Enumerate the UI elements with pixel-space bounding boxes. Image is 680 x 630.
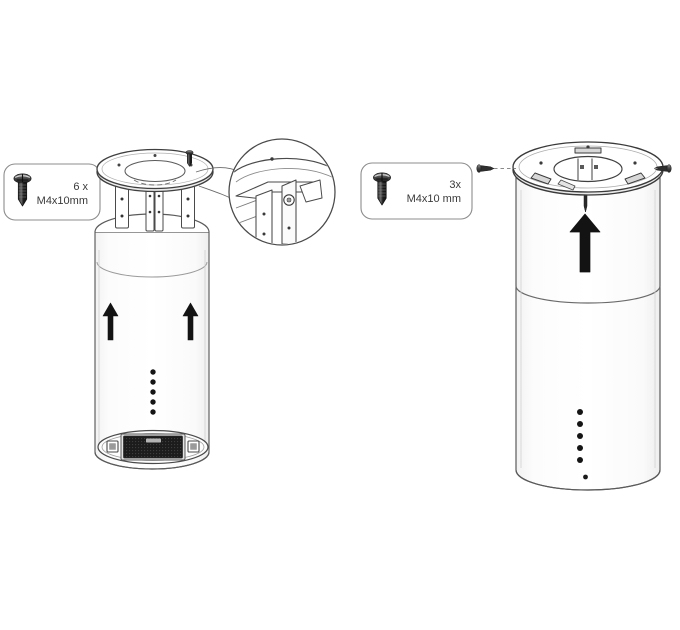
callout-right-quantity: 3x — [449, 179, 461, 191]
connector-port-left-inner — [109, 443, 116, 450]
detail-clip — [299, 179, 323, 203]
screw-pan-head-icon — [13, 173, 32, 207]
connector-grille-label — [146, 438, 161, 443]
up-arrow-icon — [102, 302, 119, 341]
left-connector-panel — [97, 429, 209, 465]
callout-left: 6 x M4x10mm — [3, 163, 101, 221]
callout-left-spec: M4x10mm — [37, 195, 88, 207]
plate-fixing-hole — [586, 145, 590, 149]
right-cylinder-seam — [515, 285, 661, 304]
detail-ring-hole — [270, 157, 274, 161]
up-arrow-icon — [569, 213, 601, 273]
indicator-dot — [150, 409, 156, 415]
left-cylinder-arrows — [102, 302, 199, 341]
indicator-dot — [150, 369, 156, 375]
detail-circle — [228, 138, 336, 246]
right-cylinder-arrow — [569, 213, 601, 273]
up-arrow-icon — [182, 302, 199, 341]
plate-fixing-hole — [539, 161, 543, 165]
ring-fixing-hole — [153, 154, 157, 157]
callout-right: 3x M4x10 mm — [360, 162, 473, 220]
detail-screw-cross — [286, 197, 292, 203]
screw-head — [476, 164, 482, 173]
callout-left-quantity: 6 x — [73, 181, 88, 193]
bracket-ring-aperture — [124, 159, 186, 183]
left-cylinder-seam — [96, 261, 208, 278]
detail-plate-hole — [262, 232, 266, 236]
detail-post-hole — [287, 226, 291, 230]
right-assembly — [476, 141, 672, 491]
indicator-dot — [150, 379, 156, 385]
indicator-dot — [150, 399, 156, 405]
right-indicator-dots — [577, 409, 583, 463]
screw-shaft — [480, 165, 495, 172]
bottom-center-dot — [583, 474, 588, 480]
indicator-dot — [577, 445, 583, 451]
insert-screw-left — [476, 164, 516, 173]
left-bracket-ring — [96, 148, 214, 193]
right-cylinder — [515, 177, 661, 491]
detail-vertical-plate — [255, 189, 273, 244]
connector-port-right-inner — [190, 443, 197, 450]
mounting-clip — [574, 147, 602, 154]
indicator-dot — [577, 457, 583, 463]
aperture-slot — [580, 165, 584, 169]
indicator-dot — [577, 433, 583, 439]
indicator-dot — [577, 409, 583, 415]
screw-pan-head-icon — [373, 172, 391, 206]
detail-ring-edge-inner — [235, 168, 334, 183]
left-assembly — [94, 148, 241, 470]
detail-post — [281, 179, 297, 244]
screw-shaft — [653, 165, 668, 172]
aperture-slot — [594, 165, 598, 169]
plate-fixing-hole — [633, 161, 637, 165]
detail-ring-edge — [233, 157, 333, 173]
left-bracket-insert-screw — [185, 150, 194, 167]
mounting-clip — [624, 172, 646, 185]
insert-screw-right — [653, 164, 672, 173]
right-cylinder-bottom — [515, 469, 661, 491]
indicator-dot — [150, 389, 156, 395]
callout-right-spec: M4x10 mm — [407, 193, 461, 205]
left-indicator-dots — [150, 369, 156, 415]
mounting-clip — [557, 179, 576, 191]
ring-fixing-hole — [117, 163, 121, 167]
right-mounting-plate — [512, 141, 664, 196]
mounting-clip — [530, 172, 552, 185]
left-cylinder-bottom — [94, 451, 210, 470]
indicator-dot — [577, 421, 583, 427]
connector-grille-mesh — [123, 435, 183, 459]
mounting-plate-aperture — [553, 155, 623, 183]
screw-head — [666, 164, 672, 173]
detail-plate-hole — [262, 212, 266, 216]
